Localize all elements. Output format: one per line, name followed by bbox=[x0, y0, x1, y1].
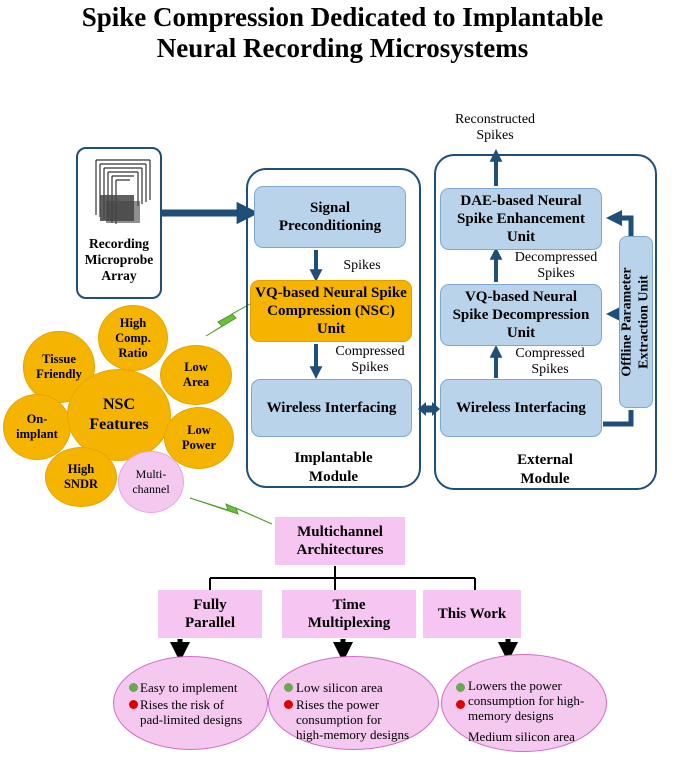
feature-multi-channel: Multi-channel bbox=[118, 451, 184, 513]
recording-array-label: Recording Microprobe Array bbox=[84, 236, 154, 283]
feature-low-power: Low Power bbox=[164, 407, 234, 469]
dae-unit-box: DAE-based Neural Spike Enhancement Unit bbox=[440, 188, 602, 250]
lightning-multichannel-to-architectures bbox=[189, 497, 273, 525]
this-red-dot bbox=[456, 700, 465, 709]
feature-nsc-center: NSC Features bbox=[67, 369, 171, 461]
this-red-text: Medium silicon area bbox=[468, 729, 575, 744]
fully-parallel-ellipse bbox=[113, 656, 268, 750]
reconstructed-spikes-label: Reconstructed Spikes bbox=[454, 112, 536, 143]
feature-low-area: Low Area bbox=[160, 345, 232, 405]
implant-wireless-box: Wireless Interfacing bbox=[251, 379, 412, 437]
nsc-unit-box: VQ-based Neural Spike Compression (NSC) … bbox=[250, 280, 412, 342]
implant-compressed-spikes-label: Compressed Spikes bbox=[335, 344, 405, 375]
feature-on-implant: On-implant bbox=[3, 394, 71, 460]
fully-parallel-box: Fully Parallel bbox=[158, 590, 262, 638]
offline-parameter-box: Offline Parameter Extraction Unit bbox=[619, 236, 653, 408]
time-red-dot bbox=[284, 700, 293, 709]
offline-to-dae bbox=[606, 210, 634, 237]
title-line-1: Spike Compression Dedicated to Implantab… bbox=[81, 2, 604, 32]
offline-from-wireless bbox=[603, 410, 634, 427]
implantable-module-label: Implantable Module bbox=[294, 450, 373, 485]
fully-red-dot bbox=[129, 700, 138, 709]
multichannel-architectures-box: Multichannel Architectures bbox=[275, 517, 405, 565]
time-multiplexing-ellipse bbox=[268, 656, 439, 750]
fully-green-dot bbox=[129, 683, 138, 692]
external-wireless-box: Wireless Interfacing bbox=[440, 379, 602, 437]
lightning-nsc-to-features bbox=[205, 303, 251, 337]
time-multiplexing-box: Time Multiplexing bbox=[282, 590, 416, 638]
time-green-text: Low silicon area bbox=[296, 680, 383, 695]
recording-array-box bbox=[76, 147, 162, 299]
external-module bbox=[434, 154, 657, 490]
external-compressed-spikes-label: Compressed Spikes bbox=[515, 346, 585, 377]
implantable-module bbox=[246, 168, 421, 488]
title-line-2: Neural Recording Microsystems bbox=[156, 33, 529, 63]
this-work-ellipse bbox=[441, 654, 607, 752]
fully-green-text: Easy to implement bbox=[140, 680, 238, 695]
this-work-box: This Work bbox=[423, 590, 521, 638]
spikes-label: Spikes bbox=[343, 258, 381, 273]
signal-preconditioning-box: Signal Preconditioning bbox=[254, 186, 406, 248]
feature-high-comp-ratio: High Comp. Ratio bbox=[98, 305, 168, 371]
this-green-dot bbox=[456, 683, 465, 692]
this-green-text: Lowers the power consumption for high- m… bbox=[468, 678, 585, 723]
diagram-title: Spike Compression Dedicated to Implantab… bbox=[0, 2, 685, 64]
decompressed-spikes-label: Decompressed Spikes bbox=[514, 250, 598, 281]
time-red-text: Rises the power consumption for high-mem… bbox=[296, 697, 410, 742]
vq-decompression-box: VQ-based Neural Spike Decompression Unit bbox=[440, 284, 602, 346]
fully-red-text: Rises the risk of pad-limited designs bbox=[140, 697, 243, 727]
time-green-dot bbox=[284, 683, 293, 692]
feature-high-sndr: High SNDR bbox=[45, 447, 117, 507]
external-module-label: External Module bbox=[517, 452, 573, 487]
